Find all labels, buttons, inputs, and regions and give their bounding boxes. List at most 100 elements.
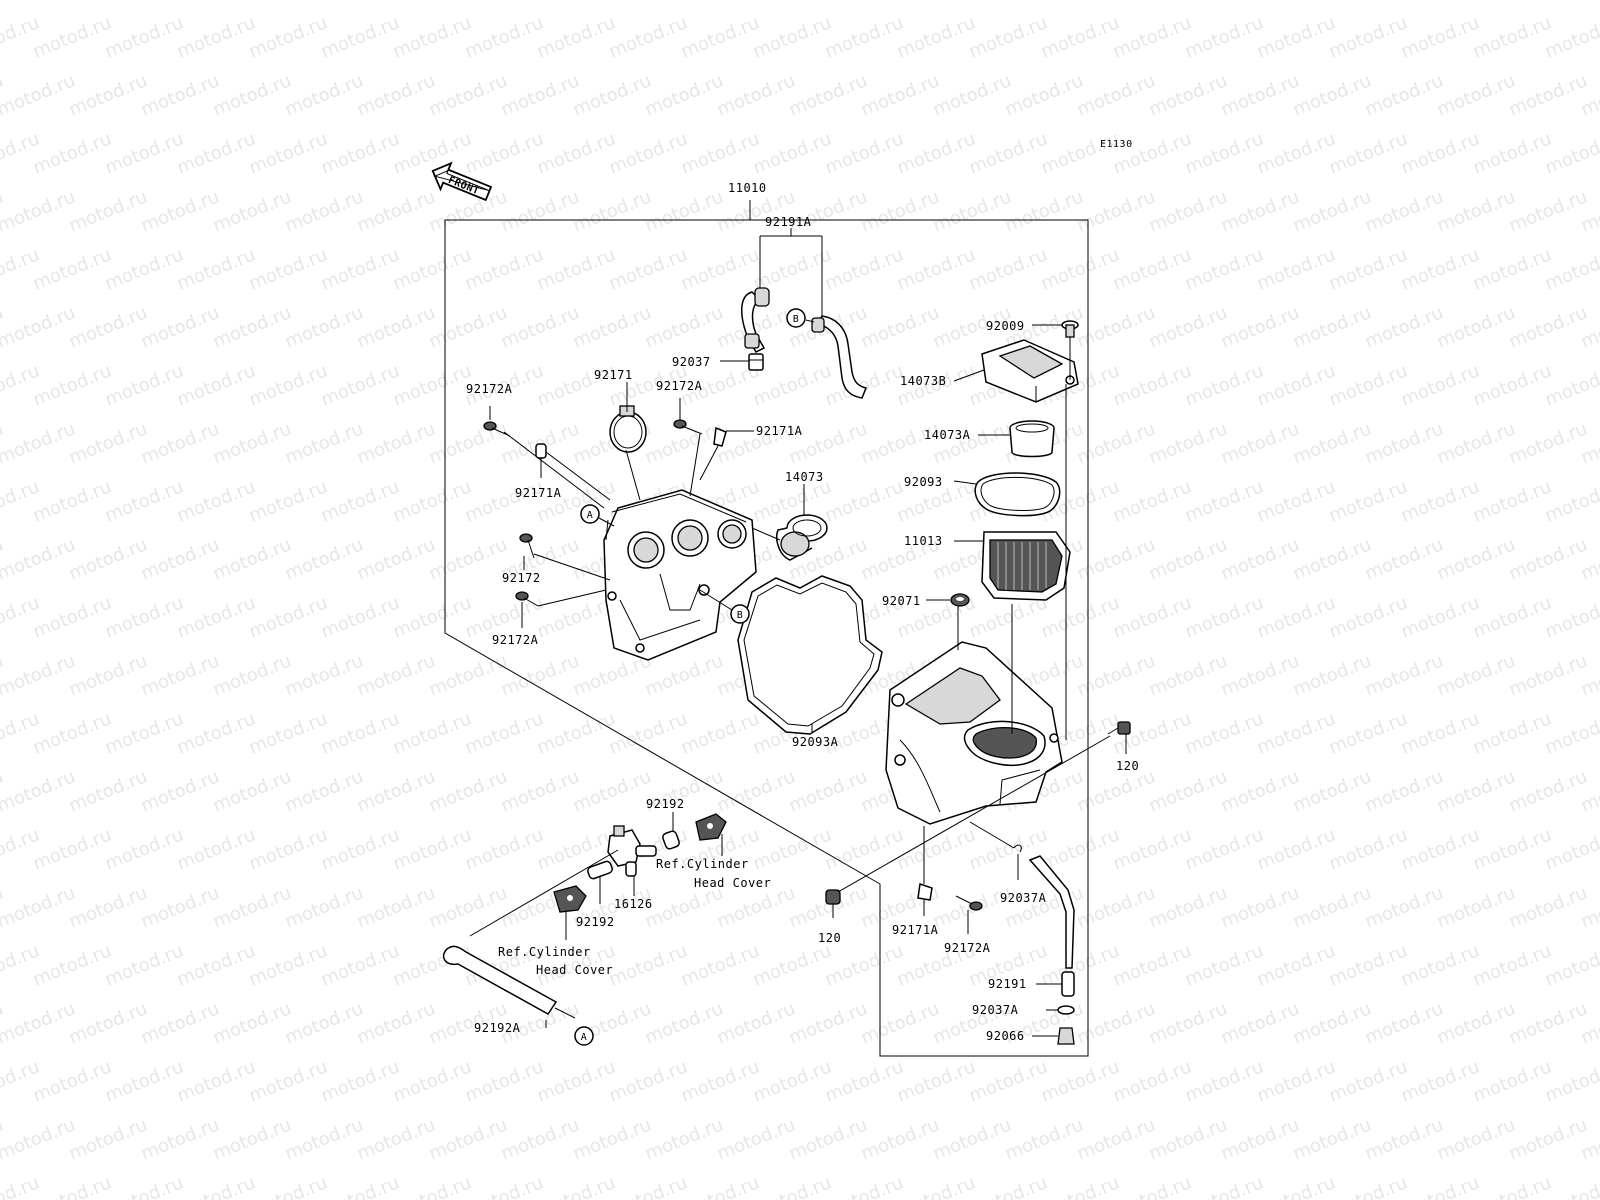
watermark-text: motod.ru xyxy=(318,824,402,874)
label-92172A-right: 92172A xyxy=(944,941,991,955)
callout-circle-b-lower: B xyxy=(730,604,750,624)
watermark-text: motod.ru xyxy=(318,244,402,294)
watermark-text: motod.ru xyxy=(102,12,186,62)
watermark-text: motod.ru xyxy=(1254,1172,1338,1200)
watermark-text: motod.ru xyxy=(1506,186,1590,236)
watermark-text: motod.ru xyxy=(1218,534,1302,584)
watermark-text: motod.ru xyxy=(1002,70,1086,120)
label-11010: 11010 xyxy=(728,181,767,195)
watermark-text: motod.ru xyxy=(966,1172,1050,1200)
watermark-text: motod.ru xyxy=(930,186,1014,236)
watermark-text: motod.ru xyxy=(0,998,78,1048)
watermark-text: motod.ru xyxy=(1506,0,1590,5)
watermark-text: motod.ru xyxy=(390,1172,474,1200)
watermark-text: motod.ru xyxy=(966,128,1050,178)
diagram-code: E1130 xyxy=(1100,139,1133,150)
watermark-text: motod.ru xyxy=(786,998,870,1048)
watermark-text: motod.ru xyxy=(678,1056,762,1106)
watermark-text: motod.ru xyxy=(642,302,726,352)
watermark-text: motod.ru xyxy=(858,998,942,1048)
watermark-text: motod.ru xyxy=(1038,128,1122,178)
watermark-text: motod.ru xyxy=(642,1114,726,1164)
label-92172A-lower: 92172A xyxy=(492,633,539,647)
watermark-text: motod.ru xyxy=(606,1056,690,1106)
watermark-text: motod.ru xyxy=(1470,824,1554,874)
grommet-part xyxy=(950,593,970,607)
svg-text:A: A xyxy=(587,510,594,521)
screw-92172A-lower-part xyxy=(515,591,539,607)
watermark-text: motod.ru xyxy=(1326,360,1410,410)
watermark-text: motod.ru xyxy=(1218,882,1302,932)
watermark-text: motod.ru xyxy=(174,824,258,874)
watermark-text: motod.ru xyxy=(210,418,294,468)
bolt-120-lower-part xyxy=(825,889,841,905)
clamp-92171-part xyxy=(609,405,647,453)
watermark-text: motod.ru xyxy=(210,70,294,120)
watermark-text: motod.ru xyxy=(750,1056,834,1106)
watermark-text: motod.ru xyxy=(138,882,222,932)
watermark-text: motod.ru xyxy=(1398,476,1482,526)
watermark-text: motod.ru xyxy=(354,418,438,468)
watermark-text: motod.ru xyxy=(1002,0,1086,5)
watermark-text: motod.ru xyxy=(1362,766,1446,816)
watermark-text: motod.ru xyxy=(1542,824,1600,874)
watermark-text: motod.ru xyxy=(858,418,942,468)
watermark-text: motod.ru xyxy=(534,1056,618,1106)
cap-upper-part xyxy=(695,813,727,841)
watermark-text: motod.ru xyxy=(1290,766,1374,816)
drain-hose-part xyxy=(1028,855,1075,969)
watermark-text: motod.ru xyxy=(138,186,222,236)
watermark-text: motod.ru xyxy=(246,1056,330,1106)
watermark-text: motod.ru xyxy=(822,824,906,874)
watermark-text: motod.ru xyxy=(390,592,474,642)
watermark-text: motod.ru xyxy=(1074,998,1158,1048)
watermark-text: motod.ru xyxy=(102,1172,186,1200)
watermark-text: motod.ru xyxy=(1290,302,1374,352)
watermark-text: motod.ru xyxy=(1434,0,1518,5)
watermark-text: motod.ru xyxy=(102,940,186,990)
watermark-text: motod.ru xyxy=(606,128,690,178)
watermark-text: motod.ru xyxy=(30,244,114,294)
hose-92192A-part xyxy=(442,945,558,1015)
fitting-16126-part xyxy=(607,825,657,877)
hose-92192-lower-part xyxy=(587,860,613,880)
bolt-120-right-part xyxy=(1107,721,1131,735)
label-92192-upper: 92192 xyxy=(646,797,685,811)
label-92172A-upper: 92172A xyxy=(656,379,703,393)
watermark-text: motod.ru xyxy=(138,534,222,584)
watermark-text: motod.ru xyxy=(102,1056,186,1106)
watermark-text: motod.ru xyxy=(210,882,294,932)
watermark-text: motod.ru xyxy=(1362,650,1446,700)
watermark-text: motod.ru xyxy=(354,70,438,120)
watermark-text: motod.ru xyxy=(1110,12,1194,62)
watermark-text: motod.ru xyxy=(1398,244,1482,294)
watermark-text: motod.ru xyxy=(1398,824,1482,874)
watermark-text: motod.ru xyxy=(1542,1056,1600,1106)
watermark-text: motod.ru xyxy=(174,476,258,526)
watermark-text: motod.ru xyxy=(570,1114,654,1164)
watermark-text: motod.ru xyxy=(102,708,186,758)
watermark-text: motod.ru xyxy=(498,766,582,816)
watermark-text: motod.ru xyxy=(1326,12,1410,62)
label-120-lower: 120 xyxy=(818,931,841,945)
watermark-text: motod.ru xyxy=(1254,128,1338,178)
watermark-text: motod.ru xyxy=(66,534,150,584)
watermark-text: motod.ru xyxy=(642,70,726,120)
watermark-text: motod.ru xyxy=(354,534,438,584)
watermark-text: motod.ru xyxy=(1218,418,1302,468)
label-92066: 92066 xyxy=(986,1029,1025,1043)
watermark-text: motod.ru xyxy=(1074,70,1158,120)
housing-gasket-part xyxy=(737,575,883,735)
watermark-text: motod.ru xyxy=(1326,476,1410,526)
watermark-text: motod.ru xyxy=(1254,940,1338,990)
watermark-text: motod.ru xyxy=(786,766,870,816)
watermark-text: motod.ru xyxy=(678,244,762,294)
watermark-text: motod.ru xyxy=(1542,244,1600,294)
watermark-text: motod.ru xyxy=(282,186,366,236)
watermark-text: motod.ru xyxy=(1146,650,1230,700)
watermark-text: motod.ru xyxy=(246,360,330,410)
watermark-text: motod.ru xyxy=(1218,766,1302,816)
label-ref-lower-line2: Head Cover xyxy=(536,963,613,977)
watermark-text: motod.ru xyxy=(426,1114,510,1164)
watermark-text: motod.ru xyxy=(786,70,870,120)
